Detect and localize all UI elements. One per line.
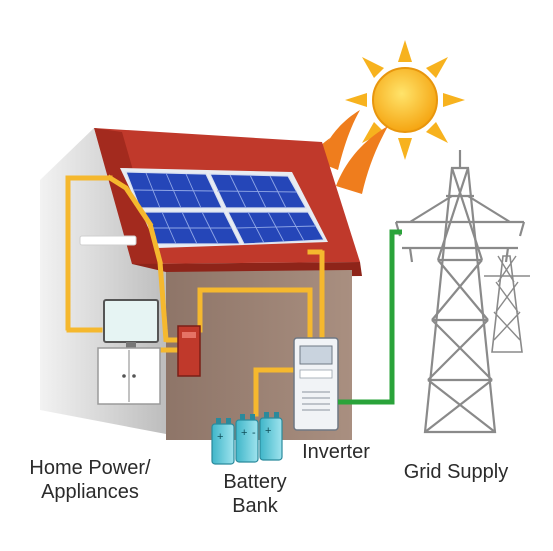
battery-bank-label-line2: Bank bbox=[232, 495, 278, 517]
battery-plus-mark: + bbox=[217, 431, 223, 443]
battery-bank-label-line1: Battery bbox=[223, 471, 287, 493]
sun-icon bbox=[345, 40, 465, 160]
battery-bank-icon: + + - + bbox=[211, 412, 283, 465]
inverter-icon bbox=[293, 337, 339, 431]
inverter-label-text: Inverter bbox=[302, 441, 370, 463]
battery-bank-label: Battery Bank bbox=[200, 470, 310, 518]
grid-supply-label-text: Grid Supply bbox=[403, 461, 509, 483]
battery-minus-mark: - bbox=[252, 427, 256, 439]
home-power-label: Home Power/ Appliances bbox=[20, 456, 160, 504]
home-power-label-line2: Appliances bbox=[41, 481, 139, 503]
home-power-label-line1: Home Power/ bbox=[29, 457, 151, 479]
grid-connection-wire bbox=[338, 229, 402, 405]
battery-plus-mark: + bbox=[241, 427, 247, 439]
charge-controller-icon bbox=[177, 325, 201, 377]
grid-supply-label: Grid Supply bbox=[396, 460, 516, 484]
ceiling-light-icon bbox=[79, 235, 137, 246]
grid-tower-icon bbox=[394, 150, 530, 434]
tv-icon bbox=[103, 299, 159, 348]
solar-panel-icon bbox=[120, 168, 328, 248]
inverter-label: Inverter bbox=[296, 440, 376, 464]
battery-plus-mark: + bbox=[265, 425, 271, 437]
appliance-cabinet-icon bbox=[97, 347, 161, 405]
